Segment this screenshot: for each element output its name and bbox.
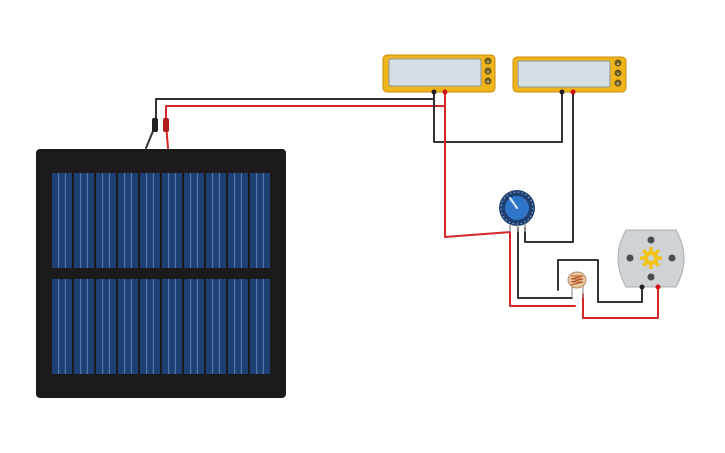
multimeter-2-mode-a-label: A [617, 61, 620, 66]
solar-panel-frame [36, 149, 286, 398]
multimeter-2-screen [517, 60, 611, 88]
dc-motor-gear-icon [640, 247, 662, 269]
solar-cell [96, 279, 116, 374]
gear-tooth [649, 247, 653, 252]
multimeter-2-mode-v[interactable] [614, 69, 622, 77]
solar-cell [74, 173, 94, 268]
multimeter-1-terminal-pos[interactable] [442, 89, 448, 95]
multimeter-1-mode-a[interactable] [484, 57, 492, 65]
solar-cell [250, 279, 270, 374]
solar-cell [74, 279, 94, 374]
solar-cell [206, 279, 226, 374]
solar-cell [184, 173, 204, 268]
wire-red-panel-to-meter1[interactable] [165, 91, 446, 149]
wire-red-meter1-to-pot[interactable] [444, 91, 511, 238]
solar-cell [228, 279, 248, 374]
solar-cell [52, 173, 72, 268]
dc-motor[interactable] [617, 229, 685, 290]
wire-red-ldr-to-motor[interactable] [582, 286, 659, 319]
solar-cell [96, 173, 116, 268]
multimeter-1-mode-r-label: R [487, 79, 490, 84]
multimeter-1-terminal-com[interactable] [431, 89, 437, 95]
multimeter-1-mode-v[interactable] [484, 67, 492, 75]
wire-black-pot-to-ldr[interactable] [517, 227, 573, 299]
gear-tooth [657, 256, 662, 260]
gear-tooth [649, 264, 653, 269]
solar-cell [118, 173, 138, 268]
potentiometer[interactable] [499, 190, 535, 232]
multimeter-2-mode-a[interactable] [614, 59, 622, 67]
photoresistor[interactable] [567, 271, 587, 298]
multimeter-1-mode-a-label: A [487, 59, 490, 64]
potentiometer-knob-indicator [509, 197, 518, 209]
multimeter-1[interactable]: A V R [382, 54, 496, 95]
potentiometer-scale [500, 191, 534, 225]
solar-cell [162, 279, 182, 374]
photoresistor-track [570, 275, 584, 286]
solar-cell [52, 279, 72, 374]
solar-cell [228, 173, 248, 268]
multimeter-2-mode-r[interactable] [614, 79, 622, 87]
dc-motor-terminal-black[interactable] [639, 284, 645, 290]
solar-cell [162, 173, 182, 268]
solar-cell [250, 173, 270, 268]
dc-motor-screw-top [647, 236, 655, 244]
wire-black-ldr-loop[interactable] [557, 259, 643, 303]
multimeter-1-mode-v-label: V [487, 69, 490, 74]
dc-motor-screw-bottom [647, 273, 655, 281]
wire-black-meter1-to-meter2[interactable] [433, 91, 563, 143]
multimeter-2-terminal-com[interactable] [559, 89, 565, 95]
solar-panel[interactable] [36, 118, 286, 398]
multimeter-2-mode-v-label: V [617, 71, 620, 76]
solar-cell [184, 279, 204, 374]
solar-panel-lead-black [152, 118, 158, 132]
dc-motor-screw-right [668, 254, 676, 262]
dc-motor-screw-left [626, 254, 634, 262]
multimeter-2-terminal-pos[interactable] [570, 89, 576, 95]
wire-black-meter2-to-pot[interactable] [524, 91, 574, 243]
multimeter-2-mode-r-label: R [617, 81, 620, 86]
wire-black-panel-to-meter1[interactable] [145, 91, 435, 149]
solar-cell [140, 279, 160, 374]
multimeter-1-mode-r[interactable] [484, 77, 492, 85]
multimeter-2[interactable]: A V R [512, 56, 627, 95]
gear-center [648, 255, 654, 261]
wire-red-pot-to-ldr[interactable] [509, 231, 576, 307]
solar-cells [52, 173, 270, 374]
solar-cell [140, 173, 160, 268]
solar-cell [206, 173, 226, 268]
solar-panel-lead-red [163, 118, 169, 132]
gear-tooth [640, 256, 645, 260]
multimeter-1-screen [388, 58, 482, 87]
dc-motor-terminal-red[interactable] [655, 284, 661, 290]
solar-cell [118, 279, 138, 374]
